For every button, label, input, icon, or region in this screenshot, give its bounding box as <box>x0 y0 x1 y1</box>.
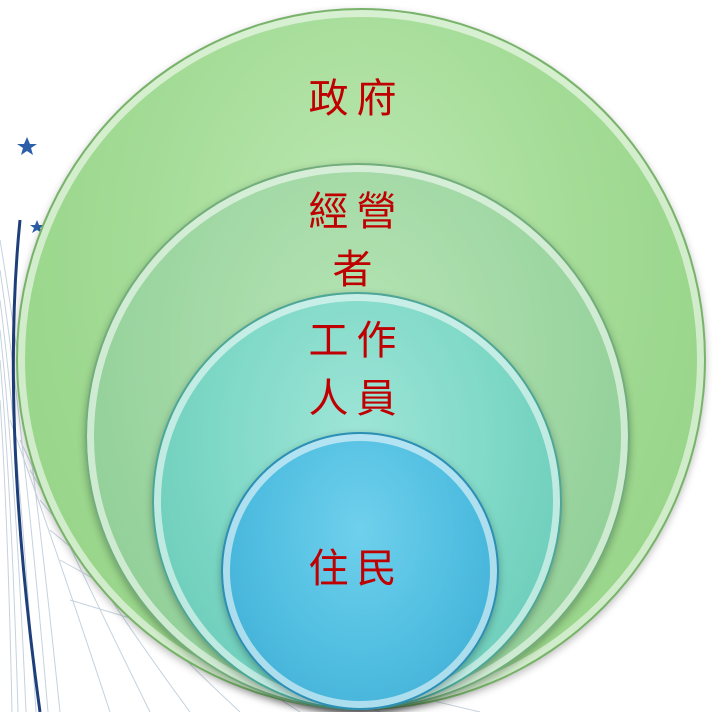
star-icon <box>17 137 37 155</box>
inner-circle-residents <box>221 432 499 710</box>
label-staff-line1: 工作 <box>308 318 405 364</box>
label-government: 政府 <box>308 76 405 122</box>
label-staff-line2: 人員 <box>308 376 405 422</box>
label-operator-line1: 經營 <box>308 189 405 235</box>
label-operator-line2: 者 <box>332 247 381 293</box>
label-residents: 住民 <box>308 546 405 592</box>
